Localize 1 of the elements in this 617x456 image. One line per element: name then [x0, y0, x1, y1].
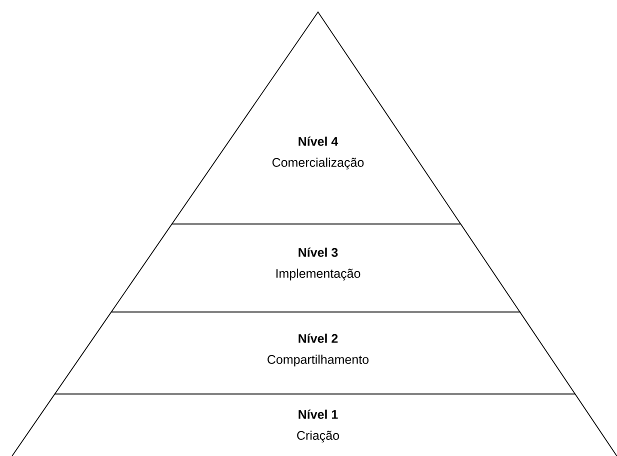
pyramid-level: Nível 1 Criação [12, 394, 617, 456]
